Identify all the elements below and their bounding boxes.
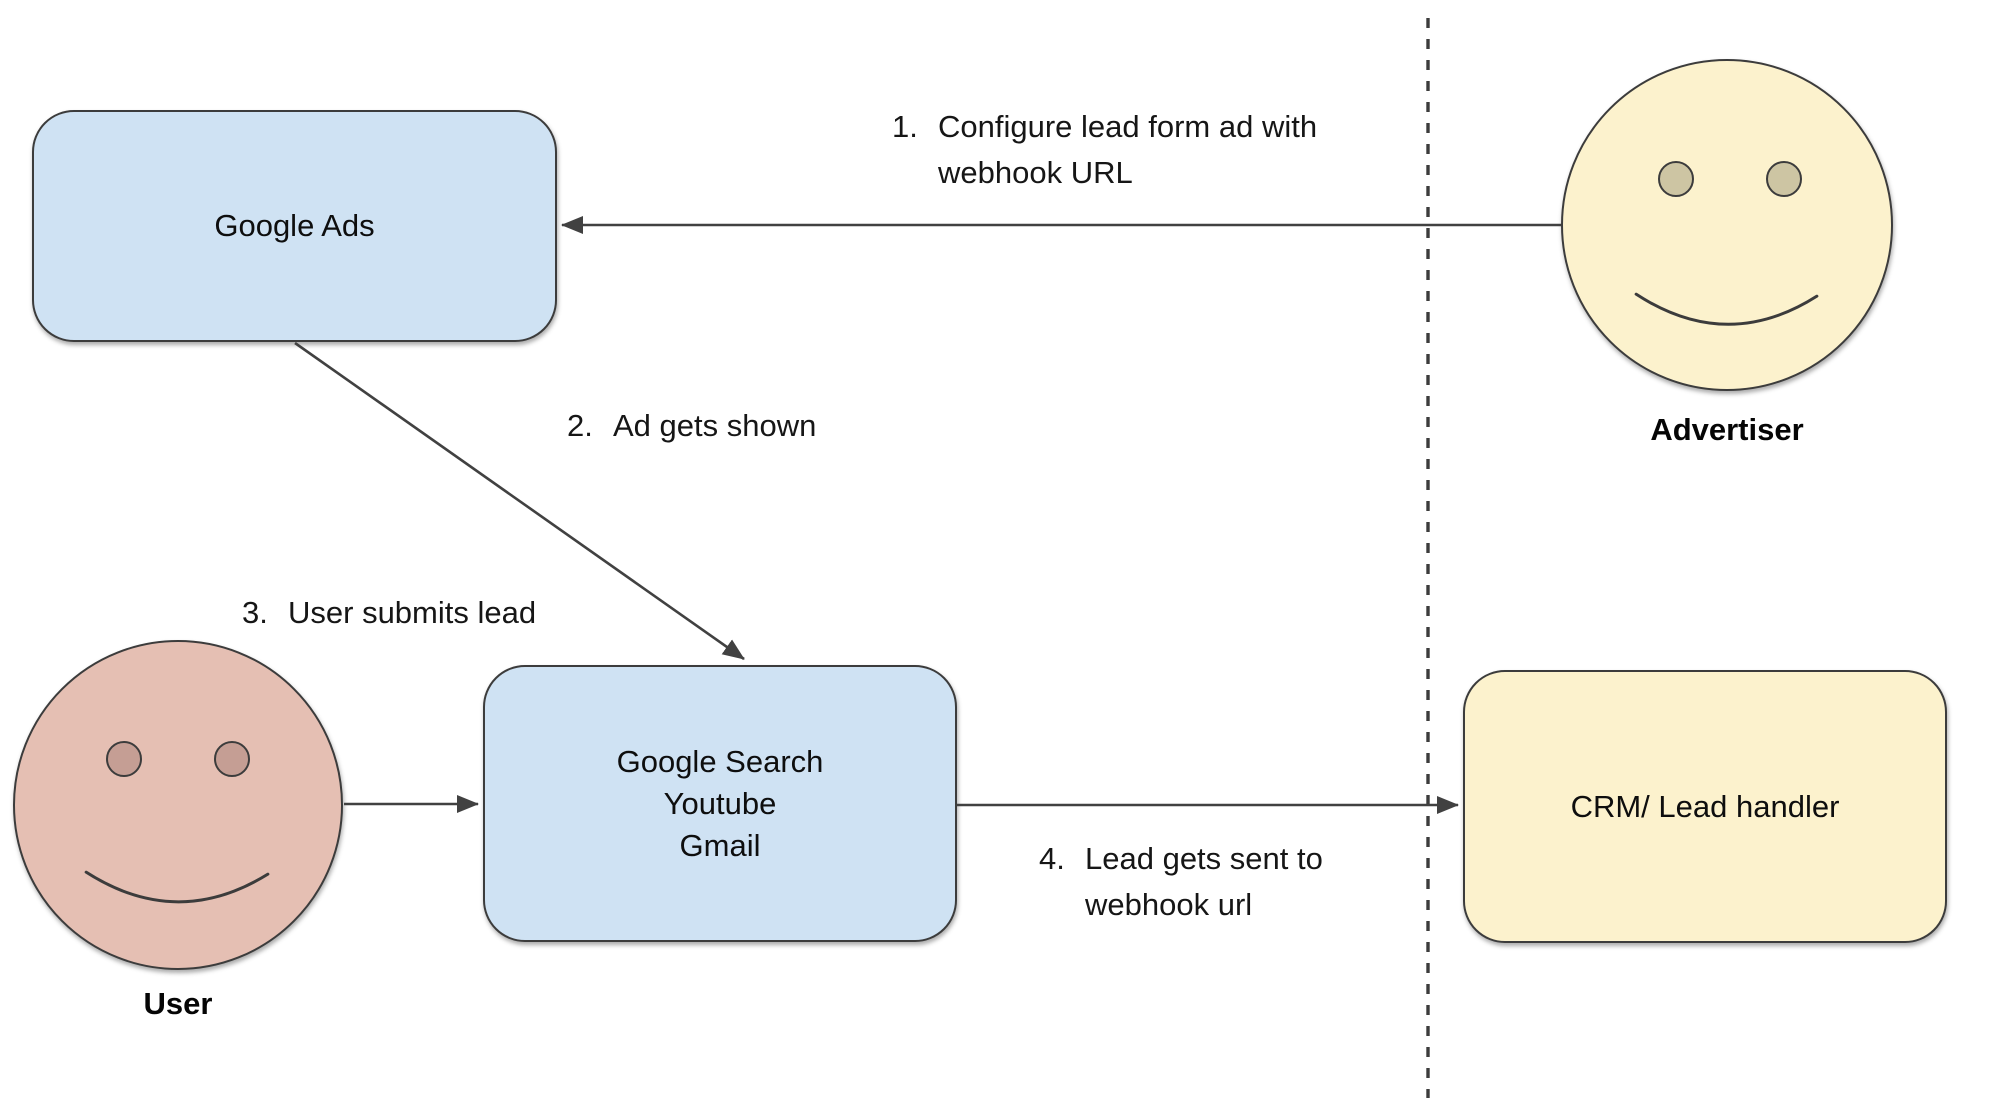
step-4-number: 4. [1039,841,1065,876]
step-2-line-1: Ad gets shown [613,408,817,443]
node-google-surfaces-label: Google Search Youtube Gmail [617,741,824,867]
node-google-surfaces: Google Search Youtube Gmail [483,665,957,942]
step-4-line-1: Lead gets sent to [1085,841,1323,876]
step-1-line-1: Configure lead form ad with [938,109,1318,144]
advertiser-smile-icon [1634,292,1819,326]
node-crm-lead-handler: CRM/ Lead handler [1463,670,1947,943]
step-3-line-1: User submits lead [288,595,537,630]
surface-line-youtube: Youtube [663,785,777,821]
user-label: User [143,986,213,1021]
surface-line-gmail: Gmail [679,827,761,863]
step-1-line-2: webhook URL [938,155,1133,190]
node-google-ads: Google Ads [32,110,557,342]
step-1-number: 1. [892,109,918,144]
step-1-label: 1. Configure lead form ad with webhook U… [892,104,1317,196]
user-smile-icon [84,870,270,904]
node-crm-label: CRM/ Lead handler [1570,788,1840,824]
step-3-label: 3. User submits lead [242,590,536,636]
advertiser-right-eye-icon [1766,161,1802,197]
user-right-eye-icon [214,741,250,777]
advertiser-label: Advertiser [1650,412,1804,447]
advertiser-left-eye-icon [1658,161,1694,197]
step-2-number: 2. [567,408,593,443]
arrow-ad-gets-shown [294,341,745,661]
step-2-label: 2. Ad gets shown [567,403,816,449]
step-4-line-2: webhook url [1085,887,1253,922]
user-left-eye-icon [106,741,142,777]
node-google-ads-label: Google Ads [214,208,375,243]
user-face-icon [13,640,343,970]
advertiser-face-icon [1561,59,1893,391]
surface-line-google-search: Google Search [616,743,824,779]
step-4-label: 4. Lead gets sent to webhook url [1039,836,1323,928]
step-3-number: 3. [242,595,268,630]
